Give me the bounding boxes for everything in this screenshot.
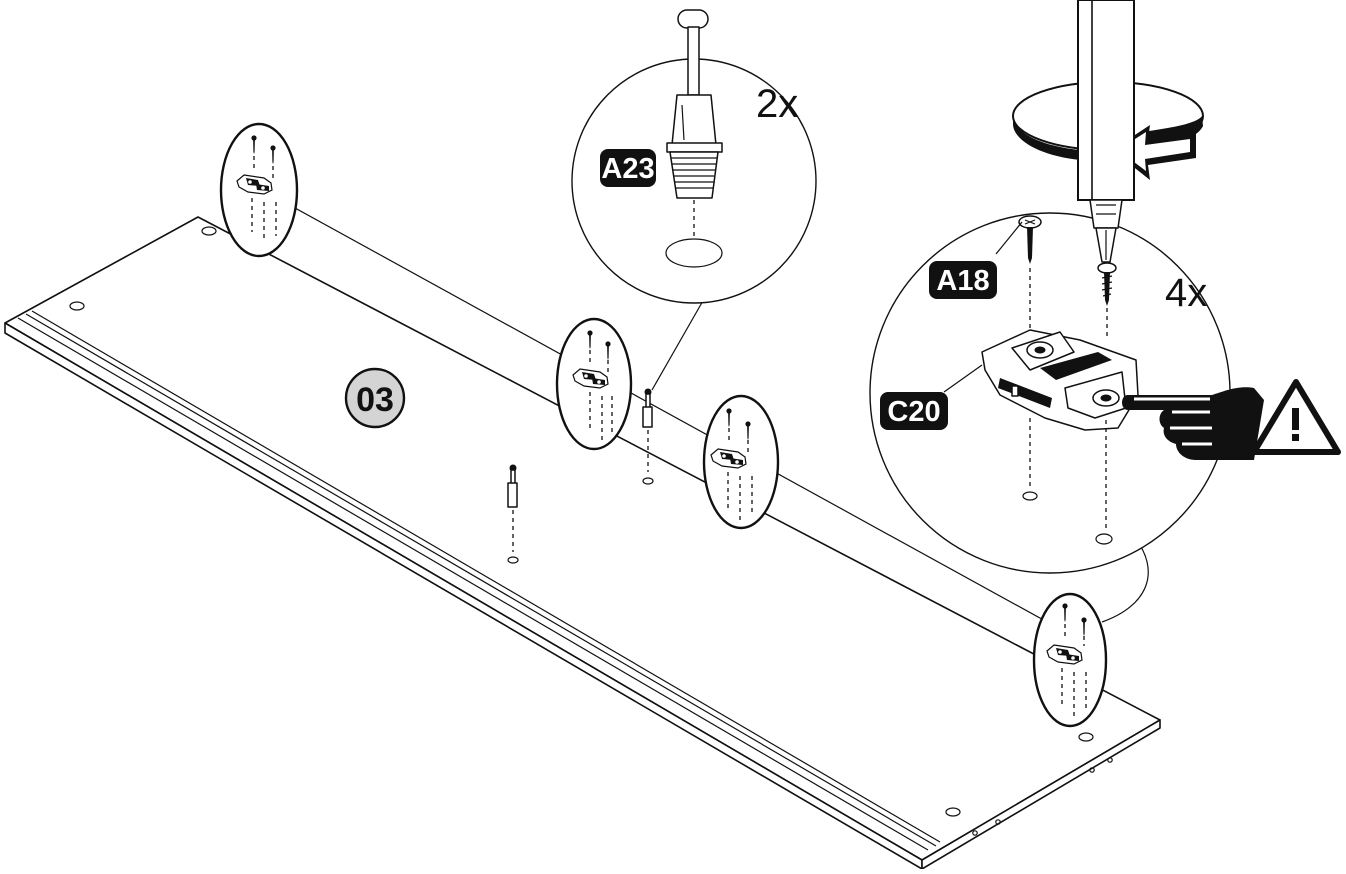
pointing-hand-icon — [1122, 387, 1264, 460]
step-number: 03 — [356, 381, 394, 419]
hinge-plate-C20 — [981, 329, 1139, 431]
screwdriver-icon — [1077, 0, 1135, 263]
hinge-callout — [1032, 592, 1108, 728]
dowel-detail-zoom: A23 2x — [571, 9, 817, 391]
dowel-small — [642, 388, 654, 485]
label-A23: A23 — [601, 153, 654, 185]
panel-hole — [69, 301, 85, 311]
hinge-detail-zoom: A18 C20 4x — [869, 0, 1231, 623]
panel-hole — [201, 226, 217, 236]
warning-triangle-icon — [1251, 379, 1341, 455]
hinge-callout — [219, 122, 299, 258]
dowel-small — [507, 464, 519, 564]
hinge-callout — [702, 394, 780, 530]
label-A18: A18 — [936, 265, 989, 297]
hinge-quantity: 4x — [1165, 271, 1207, 315]
dowel-quantity: 2x — [756, 82, 798, 126]
step-badge: 03 — [344, 367, 406, 429]
label-C20: C20 — [887, 396, 940, 428]
shelf-panel — [4, 169, 1161, 870]
panel-hole — [1078, 732, 1094, 742]
panel-hole — [945, 807, 961, 817]
hinge-callout — [555, 317, 633, 451]
